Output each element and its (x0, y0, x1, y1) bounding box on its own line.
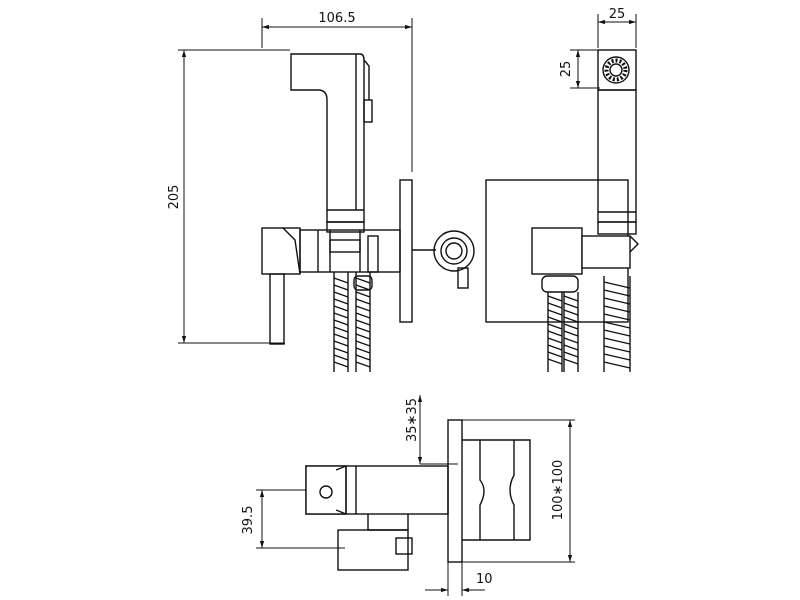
hose-left-side (541, 275, 579, 372)
dimension-width-front: 106.5 (261, 11, 413, 172)
dimension-label-205: 205 (167, 185, 182, 210)
dimension-label-25-height: 25 (559, 61, 574, 78)
side-view: 25 25 (485, 7, 639, 372)
dimension-label-35x35: 35∗35 (405, 398, 420, 442)
spray-head (290, 53, 373, 233)
dimension-label-25-width: 25 (609, 7, 626, 22)
wall-plate-edge (399, 179, 413, 323)
lever-top (337, 514, 413, 571)
hose (333, 272, 373, 372)
hose-right-side (603, 276, 631, 372)
dimension-label-100x100: 100∗100 (551, 460, 566, 521)
dimension-label-106-5: 106.5 (318, 11, 355, 26)
dimension-wall-plate: 100∗100 (462, 419, 575, 563)
dimension-height-front: 205 (167, 49, 290, 344)
valve-body-side (531, 227, 639, 275)
dimension-width-side: 25 (597, 7, 637, 48)
dimension-plate-size: 35∗35 (405, 395, 458, 465)
wall-plate-side-edge (447, 419, 463, 563)
dimension-label-10: 10 (476, 572, 493, 587)
dimension-label-39-5: 39.5 (241, 506, 256, 535)
dimension-offset: 39.5 (241, 489, 345, 549)
dimension-plate-thickness: 10 (425, 555, 493, 596)
connector-knob (412, 230, 475, 289)
lever-handle (269, 273, 285, 345)
mounting-block (462, 439, 531, 541)
valve-body (261, 227, 401, 275)
dimension-height-head: 25 (559, 49, 600, 89)
valve-body-top (305, 465, 449, 515)
spray-head-side (597, 49, 637, 235)
front-view: 106.5 205 (167, 11, 475, 372)
top-view: 35∗35 100∗100 39.5 10 (241, 395, 575, 596)
